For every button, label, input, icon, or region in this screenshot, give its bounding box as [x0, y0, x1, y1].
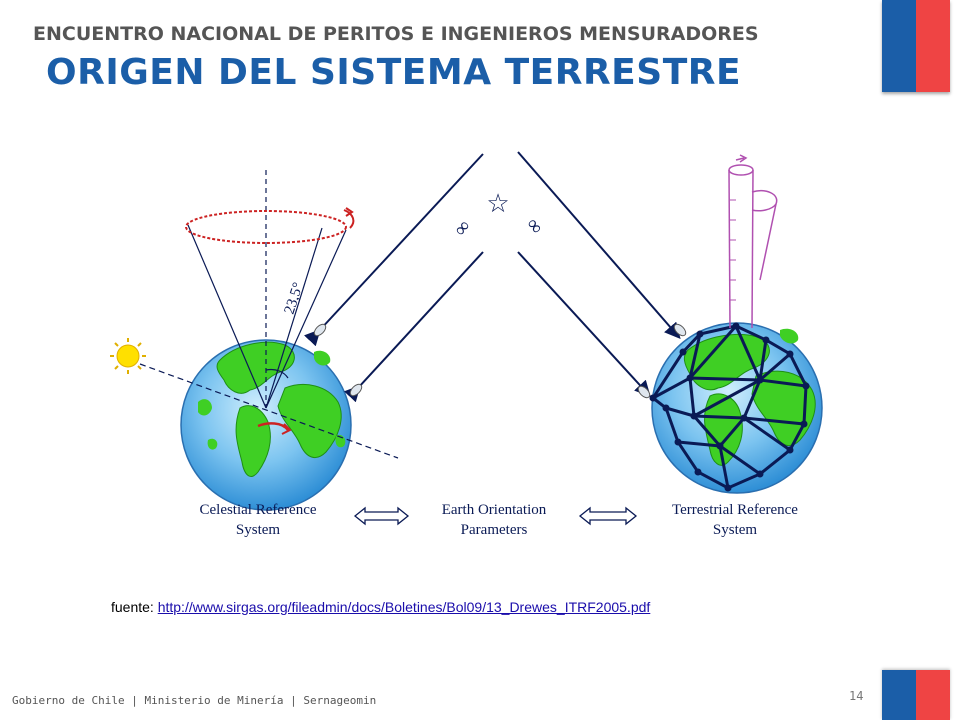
- precession-cone: [185, 170, 355, 409]
- radio-antenna-icon: [313, 323, 687, 399]
- station-network: [650, 324, 808, 490]
- infinity-symbol-right: ∞: [522, 214, 548, 239]
- source-link[interactable]: http://www.sirgas.org/fileadmin/docs/Bol…: [157, 599, 651, 615]
- slide-title: ORIGEN DEL SISTEMA TERRESTRE: [46, 52, 742, 93]
- station-nodes: [649, 322, 810, 492]
- quasar-star-icon: ☆: [486, 189, 509, 218]
- celestial-label-line1: Celestial Reference: [199, 502, 316, 518]
- vlbi-signal-lines: [303, 151, 681, 403]
- double-arrow-icon: [353, 506, 638, 526]
- celestial-earth-globe: [180, 339, 352, 511]
- polar-motion-tube: [728, 154, 778, 329]
- terrestrial-label-line2: System: [713, 522, 758, 538]
- event-title: ENCUENTRO NACIONAL DE PERITOS E INGENIER…: [33, 23, 759, 45]
- eop-label-line2: Parameters: [461, 522, 528, 538]
- celestial-label-line2: System: [236, 522, 281, 538]
- terrestrial-earth-globe: [651, 322, 823, 494]
- chile-flag-bottom: [882, 670, 950, 720]
- ecliptic-line: [139, 363, 399, 459]
- source-prefix: fuente:: [111, 599, 158, 615]
- source-citation: fuente: http://www.sirgas.org/fileadmin/…: [111, 599, 650, 615]
- infinity-symbol-left: ∞: [449, 216, 475, 241]
- eop-label-line1: Earth Orientation: [442, 502, 547, 518]
- footer-text: Gobierno de Chile | Ministerio de Minerí…: [12, 694, 377, 707]
- reference-systems-diagram: 23,5° ☆ ∞ ∞: [110, 151, 823, 538]
- sun-icon: [110, 338, 146, 374]
- terrestrial-label-line1: Terrestrial Reference: [672, 502, 798, 518]
- chile-flag-top: [882, 0, 950, 92]
- page-number: 14: [849, 689, 864, 703]
- obliquity-angle-label: 23,5°: [282, 281, 307, 317]
